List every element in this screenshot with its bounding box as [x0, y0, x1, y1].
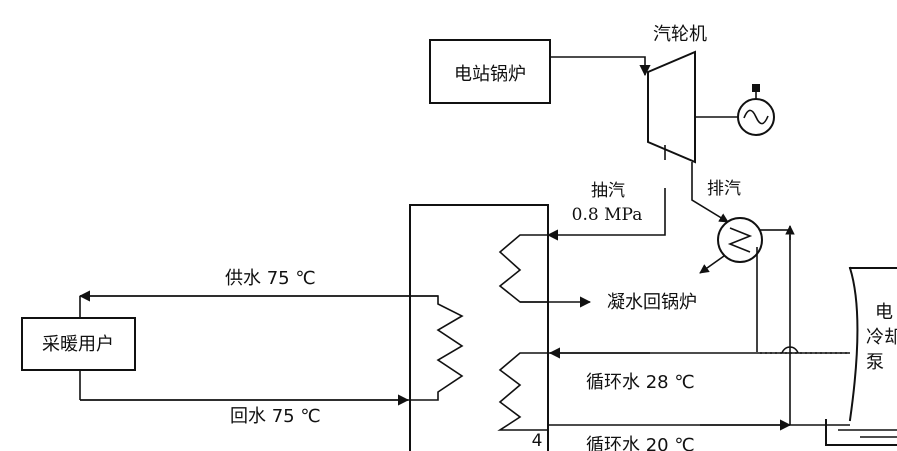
extraction-label-1: 抽汽	[591, 181, 625, 201]
condenser	[699, 217, 775, 274]
generator	[737, 84, 775, 136]
heating-loop	[80, 295, 464, 401]
boiler-box: 电站锅炉	[429, 39, 551, 104]
cooling-tower: 电 冷却 泵	[825, 266, 897, 446]
generator-terminal-icon	[752, 84, 760, 92]
boiler-steam-line	[550, 56, 651, 77]
boiler-label: 电站锅炉	[454, 64, 526, 85]
extraction-label-2: 0.8 MPa	[572, 205, 643, 225]
right-label-3: 泵	[866, 352, 884, 373]
heating-user-box: 采暖用户	[21, 296, 136, 400]
main-exchanger-box: 4	[409, 204, 549, 451]
circ-water-20-label: 循环水 20 ℃	[586, 435, 695, 451]
heating-user-label: 采暖用户	[42, 334, 114, 355]
return-water-label: 回水 75 ℃	[230, 406, 321, 427]
right-label-1: 电	[875, 302, 893, 323]
supply-water-label: 供水 75 ℃	[225, 268, 316, 289]
lower-coil	[497, 352, 548, 431]
condensate-label: 凝水回锅炉	[607, 292, 697, 313]
exhaust-label: 排汽	[707, 179, 741, 199]
turbine: 汽轮机	[647, 24, 707, 164]
unit-number: 4	[532, 431, 543, 451]
right-label-2: 冷却	[866, 327, 897, 348]
upper-coil	[498, 234, 548, 303]
line-crossing-bridge	[781, 346, 799, 354]
circ-water-28-label: 循环水 28 ℃	[586, 372, 695, 393]
turbine-label: 汽轮机	[653, 24, 707, 45]
exhaust-line	[691, 162, 729, 223]
extraction-line	[546, 188, 666, 241]
